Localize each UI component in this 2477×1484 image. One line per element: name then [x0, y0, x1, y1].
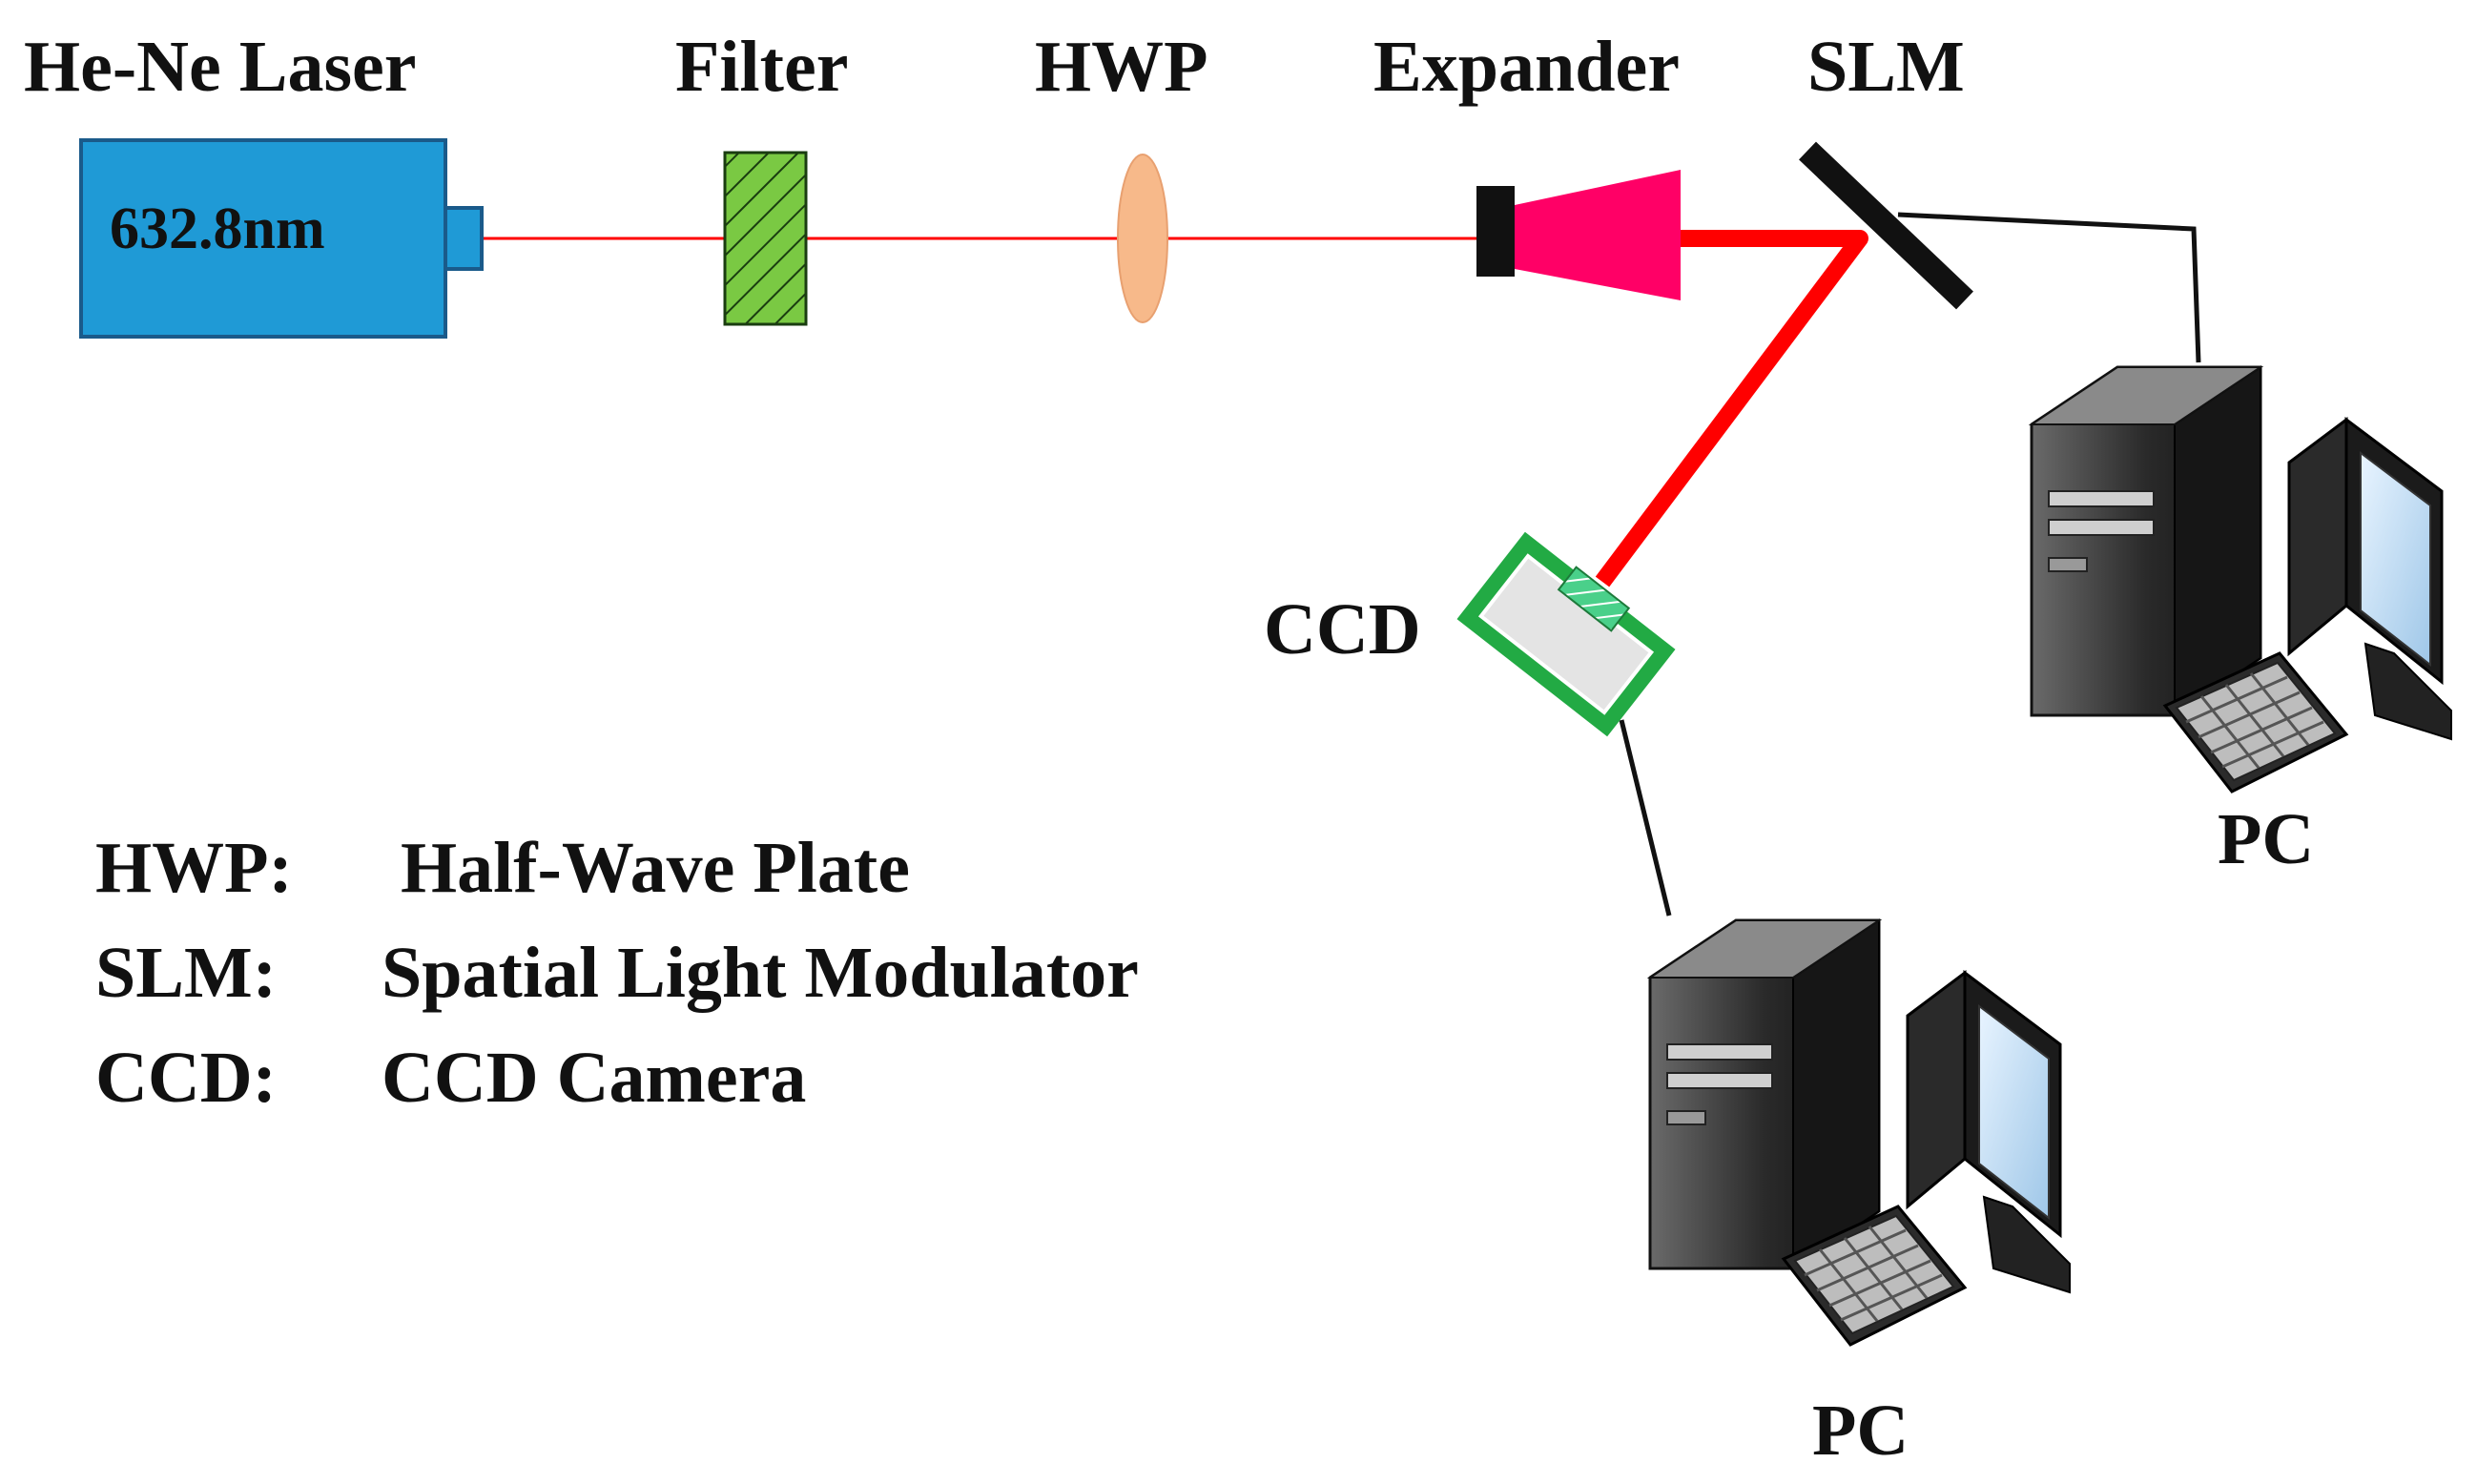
ccd-camera: [1456, 531, 1676, 737]
beam-expander: [1476, 170, 1681, 300]
legend-abbr-ccd: CCD:: [95, 1038, 277, 1118]
slm-label: SLM: [1807, 27, 1965, 107]
laser-beam-expanded: [1595, 230, 1868, 587]
pc-bottom-label: PC: [1812, 1391, 1909, 1471]
ccd-label: CCD: [1264, 589, 1421, 670]
legend-abbr-slm: SLM:: [95, 933, 277, 1013]
filter-element: [723, 151, 808, 326]
ccd-pc-cable: [1619, 719, 1672, 917]
filter-label: Filter: [675, 27, 848, 107]
desktop-computer-icon: [1648, 918, 2072, 1347]
hwp-label: HWP: [1035, 27, 1208, 107]
slm-element: [1799, 141, 1973, 310]
laser-wavelength: 632.8nm: [110, 196, 325, 261]
expander-cone: [1515, 170, 1681, 300]
slm-pc-cable: [1897, 212, 2201, 363]
expander-lens-mount: [1476, 186, 1515, 277]
legend-meaning-ccd: CCD Camera: [382, 1038, 806, 1118]
laser-source: 632.8nm: [79, 138, 484, 339]
expander-label: Expander: [1373, 27, 1680, 107]
laser-aperture: [444, 206, 484, 271]
pc-right-label: PC: [2218, 799, 2314, 879]
desktop-computer-icon: [2030, 365, 2453, 794]
laser-label: He-Ne Laser: [24, 27, 417, 107]
legend-meaning-slm: Spatial Light Modulator: [382, 933, 1139, 1013]
legend: HWP: Half-Wave Plate SLM: Spatial Light …: [95, 828, 1139, 1118]
ccd-sensor: [1557, 566, 1631, 632]
laser-body: [79, 138, 447, 339]
legend-meaning-hwp: Half-Wave Plate: [401, 828, 910, 908]
legend-abbr-hwp: HWP:: [95, 828, 293, 908]
hwp-element: [1117, 154, 1168, 323]
